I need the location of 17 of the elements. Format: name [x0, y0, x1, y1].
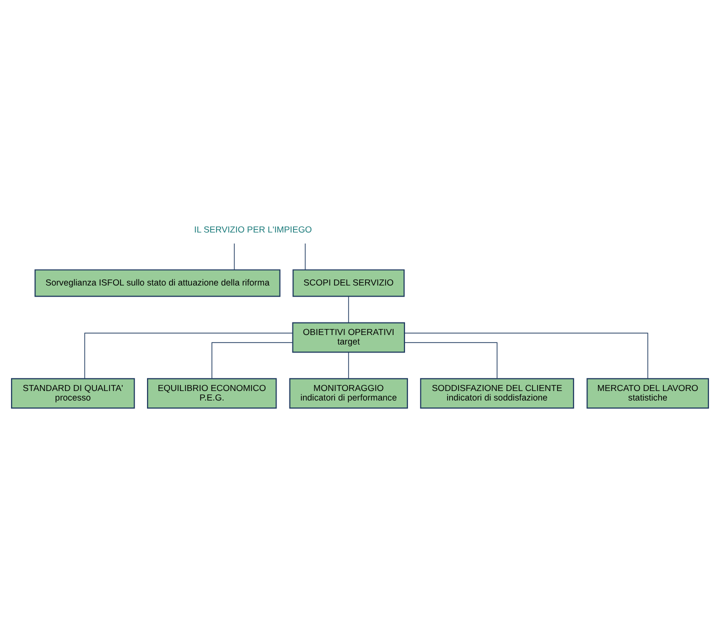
- node-box: MONITORAGGIO indicatori di performance: [289, 378, 408, 409]
- connector: [404, 332, 648, 379]
- node-text: IL SERVIZIO PER L'IMPIEGO: [194, 224, 312, 234]
- connector: [404, 342, 498, 379]
- connector: [212, 342, 293, 379]
- node-box: EQUILIBRIO ECONOMICO P.E.G.: [147, 378, 277, 409]
- connector: [84, 332, 294, 379]
- connector: [348, 352, 349, 379]
- node-box: STANDARD DI QUALITA' processo: [11, 378, 135, 409]
- node-box: MERCATO DEL LAVORO statistiche: [586, 378, 709, 409]
- node-box: SODDISFAZIONE DEL CLIENTE indicatori di soddisfazione: [420, 378, 574, 409]
- connector: [234, 243, 235, 270]
- node-box: Sorveglianza ISFOL sullo stato di attuazione della riforma: [34, 269, 280, 297]
- node-box: SCOPI DEL SERVIZIO: [292, 269, 405, 297]
- connector: [348, 296, 349, 324]
- connector: [304, 243, 306, 270]
- node-box: OBIETTIVI OPERATIVI target: [292, 322, 406, 353]
